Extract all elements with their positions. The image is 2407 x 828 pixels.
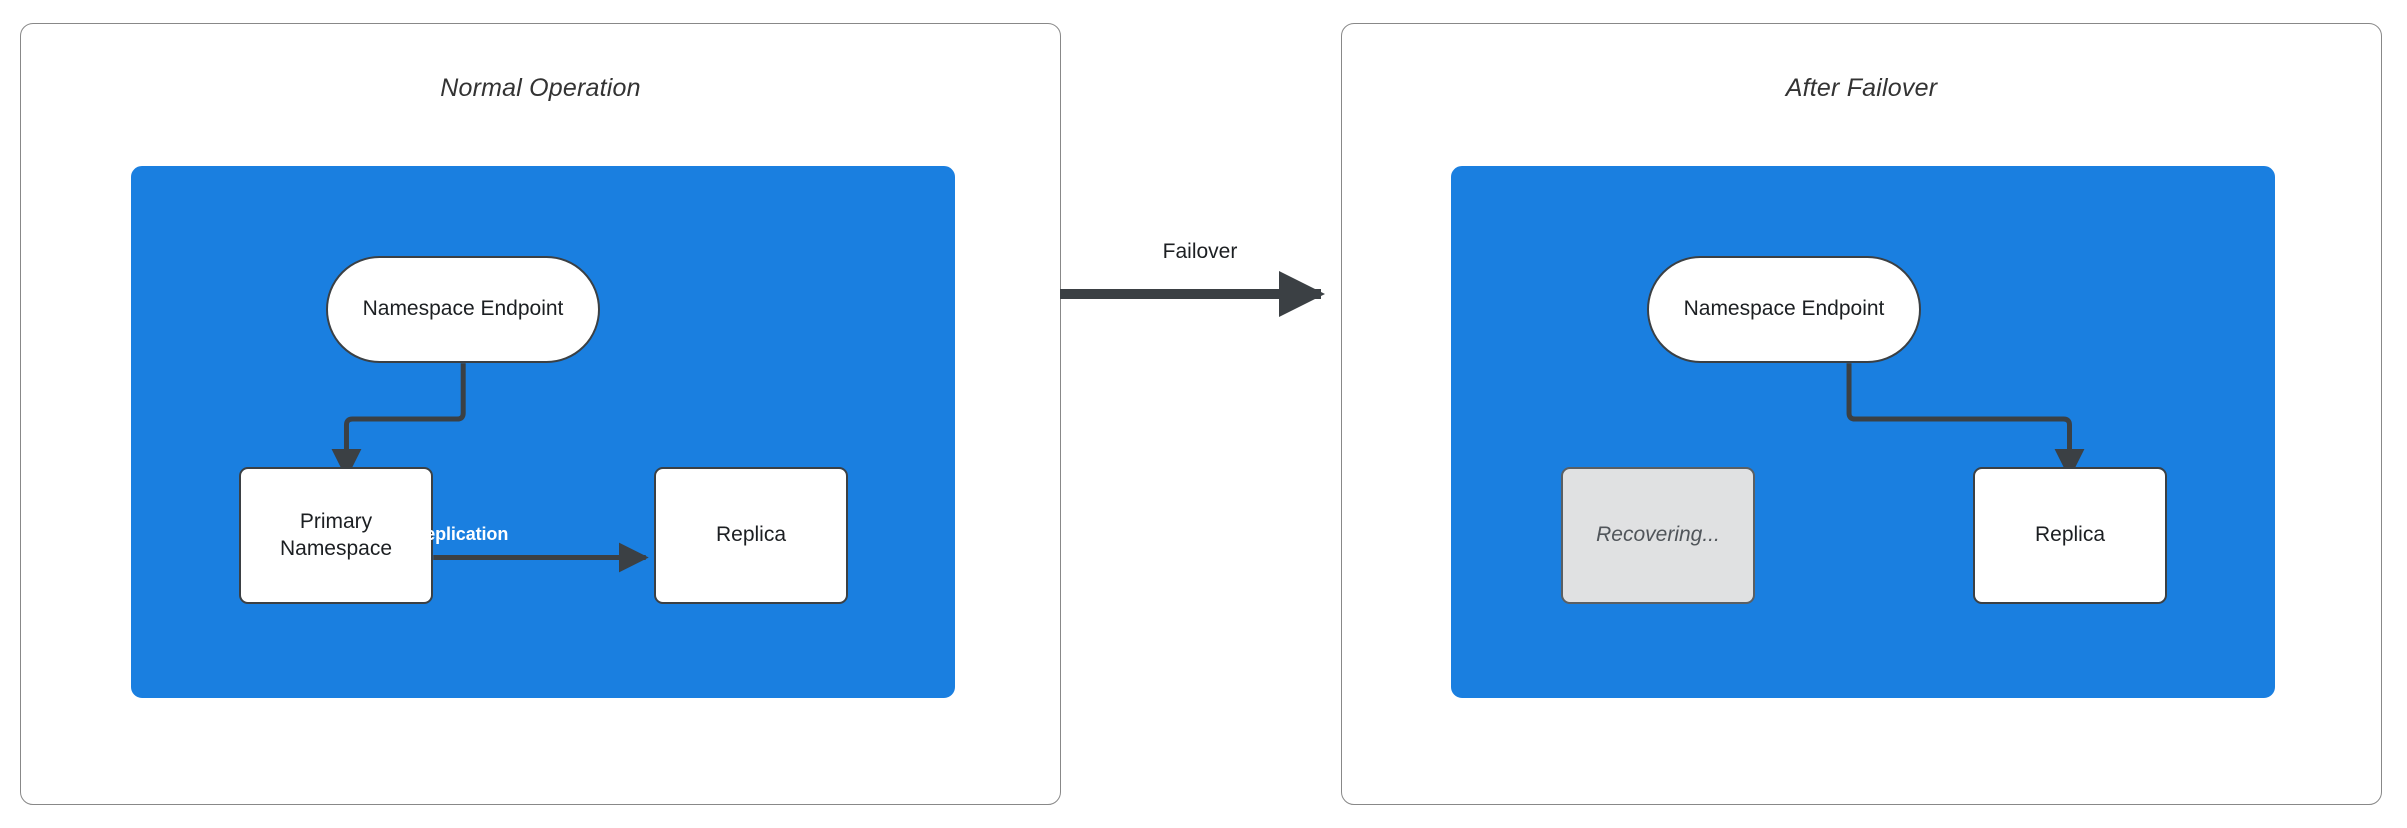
failover-label: Failover [1162, 240, 1238, 263]
node-replica-failover[interactable]: Replica [1973, 467, 2167, 604]
node-label: Replica [715, 523, 787, 547]
connectors-after-failover [1846, 363, 2085, 479]
failover-arrow-icon [1060, 271, 1326, 318]
blue-region-after-failover [1451, 166, 2275, 698]
node-label: Namespace Endpoint [1683, 297, 1885, 321]
edge-endpoint-to-primary [331, 363, 466, 479]
node-replica-normal[interactable]: Replica [654, 467, 848, 604]
panel-normal-operation: Normal Operation Namespace Endpoint [20, 23, 1061, 805]
node-label: Replica [2034, 523, 2106, 547]
node-label-line1: Primary [299, 509, 373, 533]
edge-endpoint-to-replica [1846, 363, 2085, 479]
node-label: Primary Namespace [280, 509, 392, 563]
connectors-normal-operation [331, 363, 649, 573]
node-label-line2: Namespace [279, 536, 393, 560]
panel-title-normal-operation: Normal Operation [440, 74, 641, 102]
node-label: Namespace Endpoint [362, 297, 564, 321]
failover-transition: Failover [1040, 240, 1360, 350]
edge-label-data-replication: Data Replication [368, 524, 509, 544]
panel-title-after-failover: After Failover [1785, 74, 1938, 102]
node-label: Recovering... [1596, 523, 1720, 547]
panel-after-failover: After Failover Namespace Endpoint Recove… [1341, 23, 2382, 805]
node-namespace-endpoint-normal[interactable]: Namespace Endpoint [326, 256, 600, 363]
blue-region-normal-operation [131, 166, 955, 698]
node-primary-namespace[interactable]: Primary Namespace [239, 467, 433, 604]
node-namespace-endpoint-failover[interactable]: Namespace Endpoint [1647, 256, 1921, 363]
node-recovering[interactable]: Recovering... [1561, 467, 1755, 604]
